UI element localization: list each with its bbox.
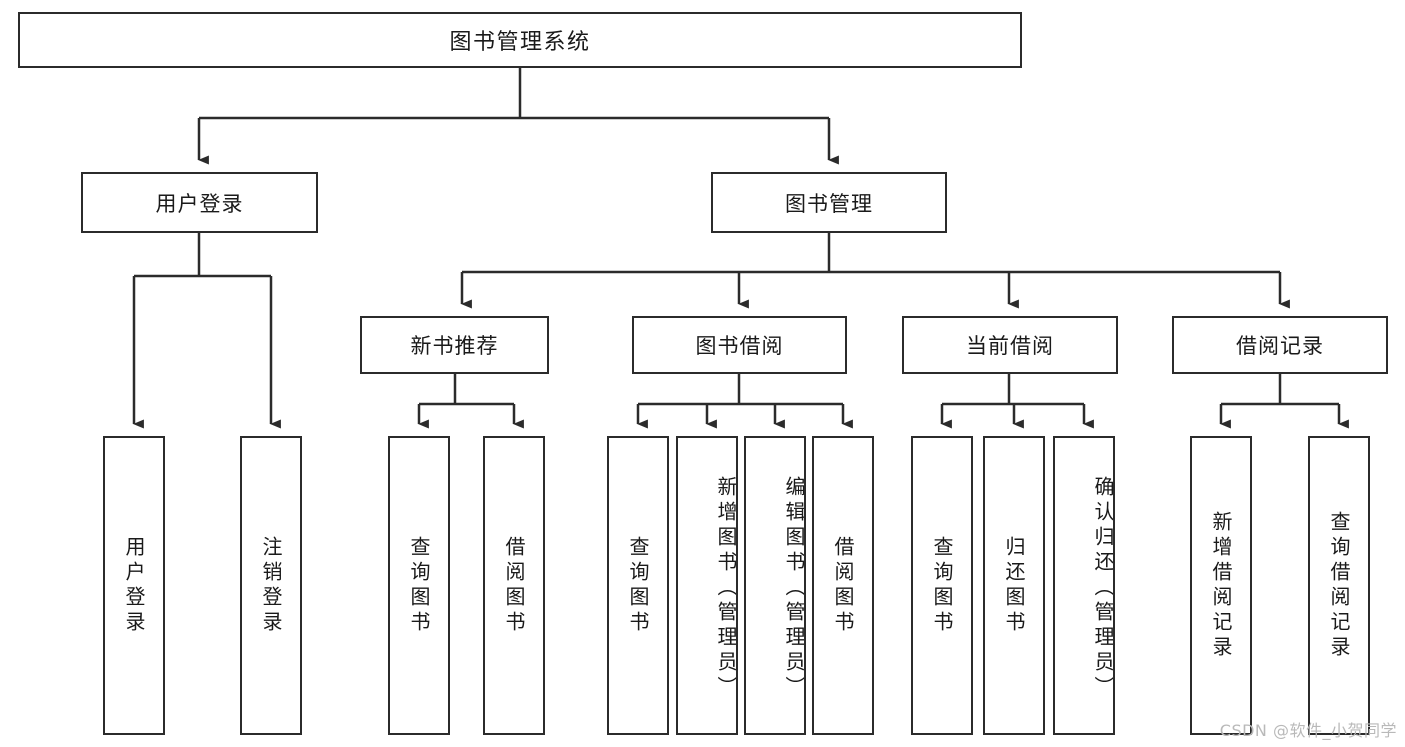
leaf-newbook-borrow-book[interactable]: 借阅图书	[483, 436, 545, 735]
node-label: 借阅记录	[1236, 334, 1324, 358]
leaf-newbook-query-book[interactable]: 查询图书	[388, 436, 450, 735]
node-label: 注销登录	[259, 535, 283, 636]
leaf-borrow-query-book[interactable]: 查询图书	[607, 436, 669, 735]
node-label: 编辑图书（管理员）	[782, 476, 806, 701]
leaf-current-return-book[interactable]: 归还图书	[983, 436, 1045, 735]
node-label: 查询图书	[626, 535, 650, 636]
leaf-record-query-record[interactable]: 查询借阅记录	[1308, 436, 1370, 735]
leaf-record-add-record[interactable]: 新增借阅记录	[1190, 436, 1252, 735]
node-label: 用户登录	[155, 191, 244, 216]
leaf-user-logout[interactable]: 注销登录	[240, 436, 302, 735]
node-label: 图书借阅	[695, 334, 784, 358]
leaf-current-confirm-return-admin[interactable]: 确认归还（管理员）	[1053, 436, 1115, 735]
node-label: 新增图书（管理员）	[714, 476, 738, 701]
node-label: 图书管理系统	[449, 30, 591, 55]
node-user-login[interactable]: 用户登录	[81, 172, 318, 233]
node-label: 确认归还（管理员）	[1091, 476, 1115, 701]
node-label: 查询图书	[930, 535, 954, 636]
node-root-system[interactable]: 图书管理系统	[18, 12, 1022, 68]
node-book-management[interactable]: 图书管理	[711, 172, 947, 233]
watermark-text: CSDN @软件_小贺同学	[1219, 721, 1397, 740]
node-current-borrow[interactable]: 当前借阅	[902, 316, 1118, 374]
node-label: 新增借阅记录	[1209, 510, 1233, 661]
leaf-user-login[interactable]: 用户登录	[103, 436, 165, 735]
leaf-borrow-add-book-admin[interactable]: 新增图书（管理员）	[676, 436, 738, 735]
node-label: 用户登录	[122, 535, 146, 636]
node-label: 查询借阅记录	[1327, 510, 1351, 661]
node-label: 归还图书	[1002, 535, 1026, 636]
node-label: 借阅图书	[502, 535, 526, 636]
node-label: 图书管理	[785, 191, 873, 216]
node-book-borrow[interactable]: 图书借阅	[632, 316, 847, 374]
node-borrow-record[interactable]: 借阅记录	[1172, 316, 1388, 374]
node-label: 当前借阅	[966, 334, 1054, 358]
leaf-current-query-book[interactable]: 查询图书	[911, 436, 973, 735]
leaf-borrow-borrow-book[interactable]: 借阅图书	[812, 436, 874, 735]
node-label: 借阅图书	[831, 535, 855, 636]
leaf-borrow-edit-book-admin[interactable]: 编辑图书（管理员）	[744, 436, 806, 735]
node-new-book-recommend[interactable]: 新书推荐	[360, 316, 549, 374]
node-label: 新书推荐	[410, 334, 499, 358]
node-label: 查询图书	[407, 535, 431, 636]
